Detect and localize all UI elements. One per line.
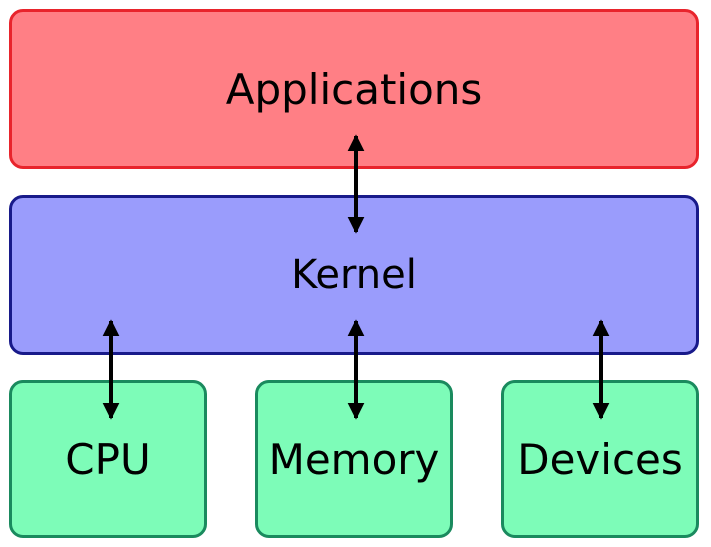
- devices-label: Devices: [517, 434, 683, 484]
- applications-label: Applications: [225, 64, 483, 114]
- memory-box: Memory: [255, 380, 453, 538]
- cpu-box: CPU: [9, 380, 207, 538]
- kernel-label: Kernel: [291, 252, 417, 298]
- kernel-layer: Kernel: [9, 195, 699, 355]
- devices-box: Devices: [501, 380, 699, 538]
- memory-label: Memory: [268, 434, 440, 484]
- applications-layer: Applications: [9, 9, 699, 169]
- cpu-label: CPU: [65, 434, 151, 484]
